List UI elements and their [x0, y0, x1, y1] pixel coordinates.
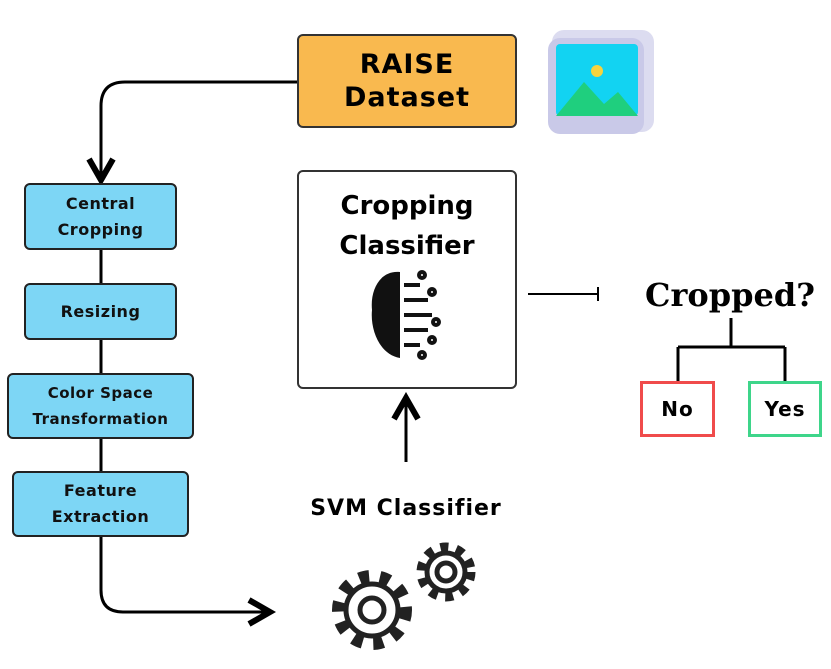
step-resizing: Resizing — [24, 283, 177, 340]
classifier-output-line — [528, 287, 599, 301]
extraction-to-svm-arrow — [99, 537, 270, 612]
decision-tree-lines — [676, 318, 787, 382]
answer-yes: Yes — [748, 381, 822, 437]
answer-no: No — [640, 381, 715, 437]
svm-label: SVM Classifier — [310, 495, 502, 521]
gears-icon — [332, 542, 476, 650]
step-color-space: Color Space Transformation — [7, 373, 194, 439]
classifier-box: Cropping Classifier — [297, 170, 517, 389]
step-central-cropping: Central Cropping — [24, 183, 177, 250]
image-icon — [548, 30, 654, 134]
dataset-to-cropping-arrow — [101, 80, 297, 180]
step-feature-extraction: Feature Extraction — [12, 471, 189, 537]
dataset-box: RAISE Dataset — [297, 34, 517, 128]
cropped-question: Cropped? — [645, 276, 815, 314]
